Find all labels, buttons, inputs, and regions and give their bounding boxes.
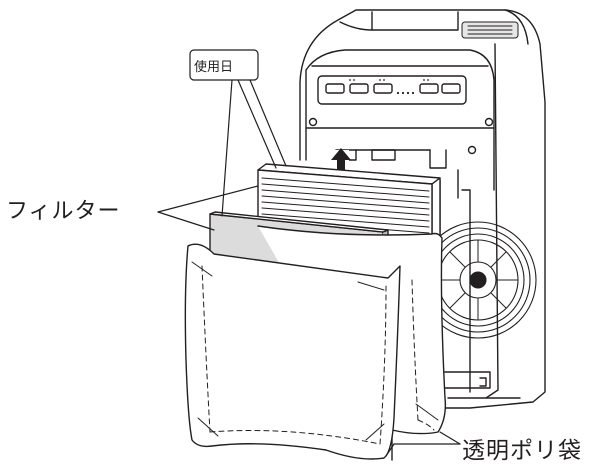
screw-icon	[308, 117, 318, 127]
usage-date-callout-box	[189, 49, 259, 81]
screw-icon	[484, 117, 494, 127]
filter-label: フィルター	[6, 199, 121, 224]
up-arrow-icon	[331, 148, 351, 176]
control-panel	[317, 75, 467, 105]
callout-lines	[157, 49, 461, 457]
usage-date-label: 使用日	[194, 60, 234, 75]
plastic-bag-label: 透明ポリ袋	[462, 438, 582, 464]
plastic-bag	[184, 225, 447, 461]
screw-icon	[467, 145, 477, 155]
top-grille	[461, 21, 519, 39]
